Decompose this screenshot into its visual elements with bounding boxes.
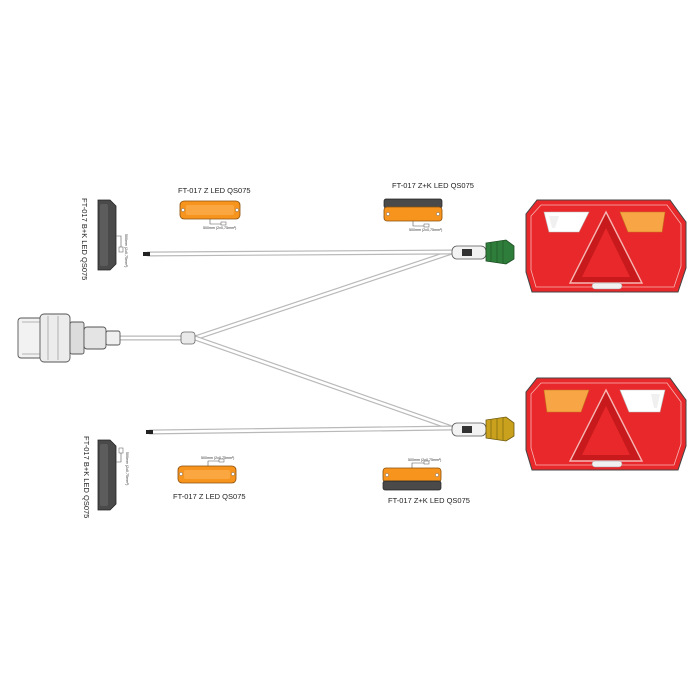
marker-zk-bottom-cable-note: 500mm (2x0,75mm²) — [408, 458, 441, 462]
marker-zk-top-cable-note: 500mm (2x0,75mm²) — [409, 228, 442, 232]
upper-connector — [451, 239, 515, 265]
marker-z-top: FT-017 Z LED QS075 500mm (2x0,75mm²) — [178, 186, 251, 230]
marker-zk-bottom: 500mm (2x0,75mm²) FT-017 Z+K LED QS075 — [382, 458, 470, 505]
marker-bk-left-bottom: FT-017 B+K LED QS075 500mm (2x0,75mm²) — [82, 436, 129, 518]
marker-zk-top: FT-017 Z+K LED QS075 500mm (2x0,75mm²) — [383, 181, 474, 232]
marker-z-top-label: FT-017 Z LED QS075 — [178, 186, 251, 195]
trailer-plug — [17, 313, 121, 363]
lower-cable-end — [146, 430, 153, 434]
marker-z-top-cable-note: 500mm (2x0,75mm²) — [203, 226, 236, 230]
marker-bk-left-bottom-label: FT-017 B+K LED QS075 — [82, 436, 91, 518]
marker-bk-left-top-cable-note: 500mm (2x0,75mm²) — [124, 234, 128, 267]
lower-lamp-amber-window — [543, 389, 590, 413]
lower-tail-lamp — [525, 377, 687, 471]
marker-zk-top-label: FT-017 Z+K LED QS075 — [392, 181, 474, 190]
marker-z-bottom-cable-note: 500mm (2x0,75mm²) — [201, 456, 234, 460]
marker-bk-left-top: FT-017 B+K LED QS075 500mm (2x0,75mm²) — [80, 198, 128, 280]
marker-bk-left-top-label: FT-017 B+K LED QS075 — [80, 198, 89, 280]
marker-z-bottom: 500mm (2x0,75mm²) FT-017 Z LED QS075 — [173, 456, 246, 501]
split-clamp — [180, 331, 196, 345]
marker-zk-bottom-label: FT-017 Z+K LED QS075 — [388, 496, 470, 505]
upper-lamp-amber-window — [619, 211, 666, 233]
upper-cable-end — [143, 252, 150, 256]
marker-bk-left-bottom-cable-note: 500mm (2x0,75mm²) — [125, 452, 129, 485]
cable-harness — [117, 249, 455, 435]
lower-lamp-plate-light — [591, 460, 623, 468]
upper-tail-lamp — [525, 199, 687, 293]
marker-z-bottom-label: FT-017 Z LED QS075 — [173, 492, 246, 501]
upper-lamp-plate-light — [591, 282, 623, 290]
lower-connector — [451, 416, 515, 442]
